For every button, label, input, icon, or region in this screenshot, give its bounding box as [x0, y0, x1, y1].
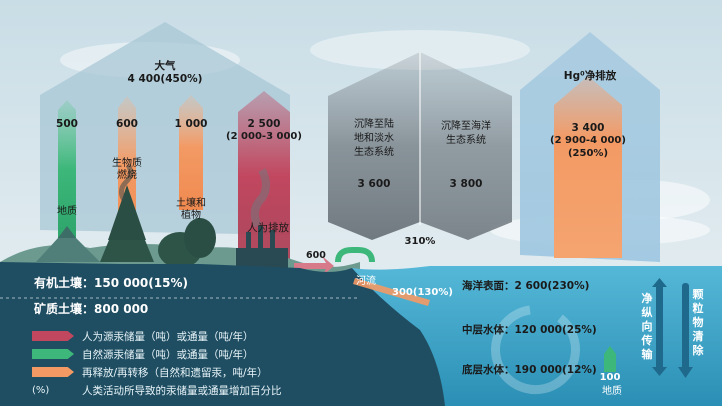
ocean-deep-label: 底层水体：190 000(12%) [462, 364, 597, 376]
cloud [310, 30, 530, 70]
ocean-emission-value: 3 400 [571, 122, 605, 134]
deposition-ocean-label: 沉降至海洋 生态系统 [441, 121, 491, 146]
biomass-label: 生物质 燃烧 [112, 158, 142, 181]
geologic-arrow [58, 100, 76, 238]
legend-item-natural: 自然源汞储量（吨）或通量（吨/年） [32, 346, 254, 362]
deposition-increase: 310% [404, 236, 436, 247]
deposition-ocean-value: 3 800 [449, 178, 483, 190]
deposition-land-arrow [328, 52, 420, 240]
mineral-soil-label: 矿质土壤：800 000 [34, 302, 149, 316]
ocean-middle-label: 中层水体：120 000(25%) [462, 324, 597, 336]
ocean-emission-arrow [554, 76, 622, 258]
river-arrow [335, 247, 375, 263]
ocean-emission-pct: (250%) [567, 148, 609, 159]
geologic-value: 500 [56, 118, 78, 130]
seafloor-geologic-value: 100 [599, 372, 621, 383]
seafloor-geologic-label: 地质 [602, 386, 622, 397]
legend-item-percent: (%) 人类活动所导致的汞储量或通量增加百分比 [32, 382, 282, 398]
ocean-emission-range: (2 900-4 000) [550, 135, 626, 146]
soil-plant-value: 1 000 [174, 118, 208, 130]
deposition-ocean-arrow [420, 52, 512, 240]
particle-removal-bar [682, 283, 689, 371]
river-label: 河流 [356, 276, 376, 287]
to-river-arrow [294, 256, 334, 276]
legend-text: 再释放/再转移（自然和遗留汞，吨/年） [82, 366, 268, 379]
ocean-circulation [491, 305, 580, 395]
soil-plant-label: 土壤和 植物 [176, 198, 206, 221]
soil-plant-arrow [179, 95, 203, 210]
vertical-transport-bar [656, 283, 663, 371]
anthropogenic-range: (2 000-3 000) [226, 131, 302, 142]
volcano [36, 238, 100, 262]
particle-removal-label: 颗粒物清除 [692, 288, 704, 357]
to-river-value: 600 [306, 250, 326, 261]
ocean-emission-title: Hg⁰净排放 [563, 70, 617, 82]
legend-item-reemission: 再释放/再转移（自然和遗留汞，吨/年） [32, 364, 268, 380]
legend-text: 人为源汞储量（吨）或通量（吨/年） [82, 330, 254, 343]
tree [184, 218, 216, 258]
factory [236, 248, 288, 270]
river-flow-arrow [353, 278, 430, 306]
ocean [352, 266, 722, 406]
atmosphere-label: 大气 [154, 60, 176, 72]
deposition-land-value: 3 600 [357, 178, 391, 190]
biomass-value: 600 [116, 118, 138, 130]
legend-item-anthropogenic: 人为源汞储量（吨）或通量（吨/年） [32, 328, 254, 344]
legend-swatch [32, 367, 74, 377]
atmosphere-value: 4 400(450%) [127, 73, 203, 85]
legend-text: 人类活动所导致的汞储量或通量增加百分比 [82, 384, 282, 397]
geologic-label: 地质 [57, 206, 77, 217]
legend-swatch [32, 331, 74, 341]
organic-soil-label: 有机土壤：150 000(15%) [34, 276, 188, 290]
anthropogenic-value: 2 500 [247, 118, 281, 130]
seafloor-geologic-arrow [604, 346, 616, 372]
deposition-land-label: 沉降至陆 地和淡水 生态系统 [354, 119, 394, 158]
legend-text: 自然源汞储量（吨）或通量（吨/年） [82, 348, 254, 361]
ocean-surface-label: 海洋表面：2 600(230%) [462, 280, 590, 292]
river-value: 300(130%) [392, 287, 453, 298]
atmosphere-box [40, 22, 290, 235]
anthropogenic-label: 人为排放 [247, 222, 289, 234]
soil [0, 262, 445, 406]
legend-swatch [32, 349, 74, 359]
vertical-transport-label: 净纵向传输 [641, 292, 653, 361]
legend-percent-symbol: (%) [32, 384, 50, 396]
